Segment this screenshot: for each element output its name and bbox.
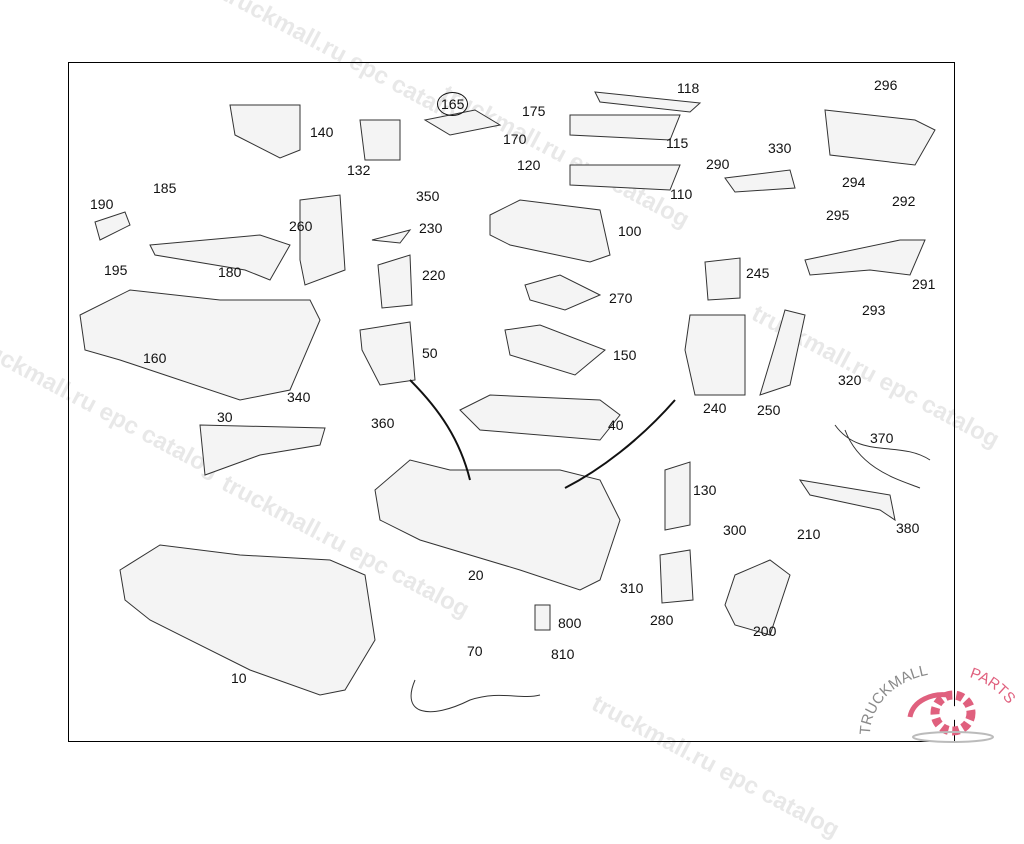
arrow-240-to-20 xyxy=(564,399,676,489)
svg-text:PARTS: PARTS xyxy=(968,665,1019,707)
label-280: 280 xyxy=(650,612,674,628)
label-130: 130 xyxy=(693,482,717,498)
part-800-sleeve xyxy=(534,604,551,631)
label-150: 150 xyxy=(613,347,637,363)
logo-text-left: TRUCKMALL xyxy=(858,662,929,735)
label-320: 320 xyxy=(838,372,862,388)
part-294-bracket xyxy=(824,109,936,166)
label-132: 132 xyxy=(347,162,371,178)
label-330: 330 xyxy=(768,140,792,156)
part-70-cable xyxy=(410,679,541,713)
part-50-module xyxy=(359,321,416,386)
part-220-bin xyxy=(377,254,413,309)
label-296: 296 xyxy=(874,77,898,93)
label-40: 40 xyxy=(608,417,624,433)
label-160: 160 xyxy=(143,350,167,366)
label-165: 165 xyxy=(437,92,469,116)
part-118-strip xyxy=(594,91,702,113)
part-245-insert xyxy=(704,257,741,301)
label-250: 250 xyxy=(757,402,781,418)
part-250-plate xyxy=(759,309,806,396)
label-195: 195 xyxy=(104,262,128,278)
part-260-bracket xyxy=(299,194,346,286)
label-290: 290 xyxy=(706,156,730,172)
svg-text:TRUCKMALL: TRUCKMALL xyxy=(858,662,929,735)
label-190: 190 xyxy=(90,196,114,212)
label-340: 340 xyxy=(287,389,311,405)
label-70: 70 xyxy=(467,643,483,659)
diagram-frame xyxy=(68,62,955,742)
part-110-cover xyxy=(569,164,681,191)
part-190-cap xyxy=(94,211,131,241)
label-800: 800 xyxy=(558,615,582,631)
label-291: 291 xyxy=(912,276,936,292)
swoosh-icon xyxy=(907,692,949,718)
part-40-tray xyxy=(459,394,621,441)
part-165-sheet xyxy=(423,109,502,136)
part-130-cover xyxy=(664,461,691,531)
label-140: 140 xyxy=(310,124,334,140)
label-200: 200 xyxy=(753,623,777,639)
part-280-switch xyxy=(659,549,694,604)
label-185: 185 xyxy=(153,180,177,196)
label-292: 292 xyxy=(892,193,916,209)
label-260: 260 xyxy=(289,218,313,234)
label-270: 270 xyxy=(609,290,633,306)
parts-drawing xyxy=(79,91,936,713)
label-118: 118 xyxy=(677,80,700,96)
part-380-rail xyxy=(798,479,896,522)
part-20-housing xyxy=(374,459,621,591)
part-230-clip xyxy=(371,229,412,244)
part-160-trim xyxy=(79,289,321,401)
label-20: 20 xyxy=(468,567,484,583)
label-245: 245 xyxy=(746,265,770,281)
label-50: 50 xyxy=(422,345,438,361)
label-380: 380 xyxy=(896,520,920,536)
part-10-console xyxy=(119,544,376,696)
label-350: 350 xyxy=(416,188,440,204)
label-370: 370 xyxy=(870,430,894,446)
label-115: 115 xyxy=(666,135,689,151)
label-240: 240 xyxy=(703,400,727,416)
part-240-box xyxy=(684,314,746,396)
part-270-pad xyxy=(524,274,602,311)
part-200-holder xyxy=(724,559,791,636)
label-120: 120 xyxy=(517,157,541,173)
arrow-50-to-20 xyxy=(409,379,471,481)
part-140-holder xyxy=(229,104,301,159)
label-220: 220 xyxy=(422,267,446,283)
label-360: 360 xyxy=(371,415,395,431)
label-294: 294 xyxy=(842,174,866,190)
logo-text-right: PARTS xyxy=(968,665,1019,707)
label-300: 300 xyxy=(723,522,747,538)
label-230: 230 xyxy=(419,220,443,236)
part-30-panel xyxy=(199,424,326,476)
part-290-cover xyxy=(724,169,796,193)
part-100-armrest xyxy=(489,199,611,263)
part-370-cable xyxy=(834,424,931,489)
part-150-frame xyxy=(504,324,606,376)
part-291-plate xyxy=(804,239,926,276)
label-293: 293 xyxy=(862,302,886,318)
label-295: 295 xyxy=(826,207,850,223)
label-110: 110 xyxy=(670,186,693,202)
label-310: 310 xyxy=(620,580,644,596)
part-180-mat xyxy=(149,234,291,281)
label-180: 180 xyxy=(218,264,242,280)
label-100: 100 xyxy=(618,223,642,239)
truckmall-parts-logo: TRUCKMALL PARTS xyxy=(858,662,1019,743)
part-132-switch xyxy=(359,119,401,161)
label-170: 170 xyxy=(503,131,527,147)
label-30: 30 xyxy=(217,409,233,425)
label-10: 10 xyxy=(231,670,247,686)
label-175: 175 xyxy=(522,103,546,119)
label-810: 810 xyxy=(551,646,575,662)
part-115-cover xyxy=(569,114,681,141)
label-210: 210 xyxy=(797,526,821,542)
